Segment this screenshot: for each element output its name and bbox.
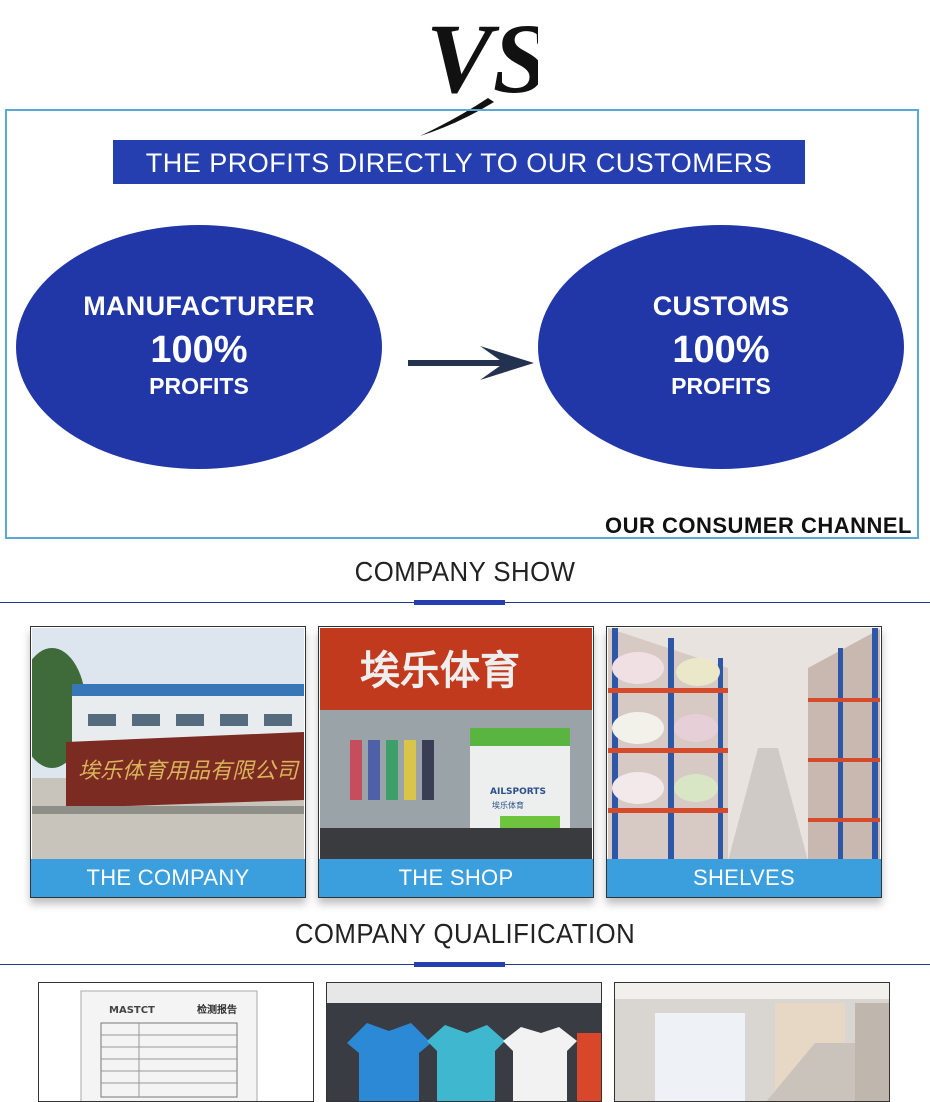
company-qualification-title: COMPANY QUALIFICATION (294, 918, 636, 949)
company-qualification-accent (414, 962, 505, 967)
jersey-display-photo (327, 983, 601, 1101)
shop-wall-sub: 埃乐体育 (492, 800, 524, 810)
customs-percent: 100% (672, 329, 770, 371)
profits-banner: THE PROFITS DIRECTLY TO OUR CUSTOMERS (113, 140, 805, 184)
company-show-accent (414, 600, 505, 605)
manufacturer-label: MANUFACTURER (83, 291, 315, 321)
company-photo: 埃乐体育用品有限公司 (32, 628, 304, 859)
shelves-caption: SHELVES (607, 859, 881, 897)
company-show-title: COMPANY SHOW (354, 556, 576, 587)
customs-profits: PROFITS (671, 373, 771, 399)
manufacturer-profits: PROFITS (149, 373, 249, 399)
customs-ellipse: CUSTOMS 100% PROFITS (538, 225, 904, 469)
jersey-display-card[interactable] (326, 982, 602, 1102)
manufacturer-percent: 100% (150, 329, 248, 371)
company-card[interactable]: 埃乐体育用品有限公司 THE COMPANY (30, 626, 306, 898)
office-card[interactable] (614, 982, 890, 1102)
shelves-card[interactable]: SHELVES (606, 626, 882, 898)
shop-caption: THE SHOP (319, 859, 593, 897)
shop-wall-brand: AILSPORTS (490, 787, 546, 797)
shelves-photo (608, 628, 880, 859)
office-photo (615, 983, 889, 1101)
shop-sign-text: 埃乐体育 (360, 648, 520, 694)
vs-logo: VS (420, 3, 538, 136)
report-logo-text: MASTCT (109, 1005, 155, 1016)
vs-logo-text: VS (426, 3, 538, 114)
manufacturer-ellipse: MANUFACTURER 100% PROFITS (16, 225, 382, 469)
right-arrow-icon (408, 346, 534, 380)
shop-photo: 埃乐体育 AILSPORTS 埃乐体育 (320, 628, 592, 859)
company-sign-text: 埃乐体育用品有限公司 (78, 759, 300, 784)
test-report-card[interactable]: MASTCT 检测报告 (38, 982, 314, 1102)
company-caption: THE COMPANY (31, 859, 305, 897)
report-title-text: 检测报告 (197, 1003, 237, 1016)
consumer-channel-label: OUR CONSUMER CHANNEL (605, 513, 912, 538)
shop-card[interactable]: 埃乐体育 AILSPORTS 埃乐体育 THE SHOP (318, 626, 594, 898)
profit-frame (5, 109, 919, 539)
customs-label: CUSTOMS (652, 291, 790, 321)
test-report-photo: MASTCT 检测报告 (39, 983, 313, 1101)
